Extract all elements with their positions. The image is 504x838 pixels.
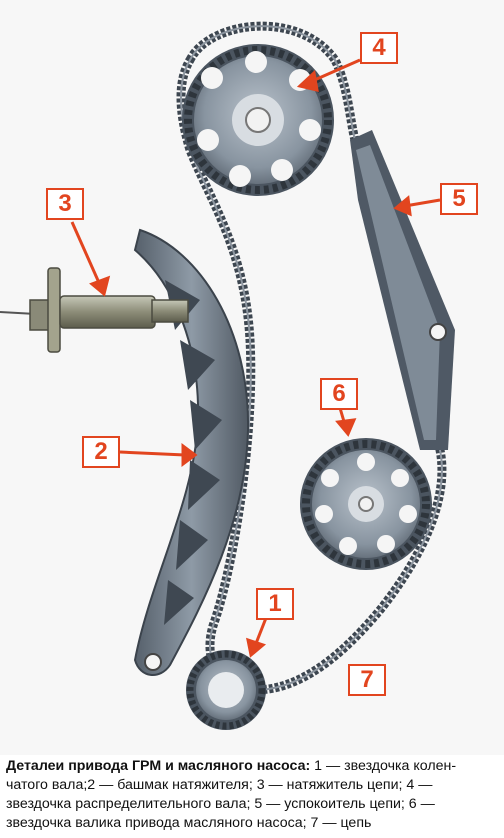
oil-pump-sprocket — [300, 438, 432, 570]
tensioner-shoe — [133, 228, 250, 676]
callout-label-2: 2 — [82, 436, 120, 468]
callout-arrows — [70, 58, 441, 658]
caption-text: 1 — звездочка колен- чатого вала;2 — баш… — [6, 758, 457, 831]
chain-damper — [350, 130, 455, 450]
callout-label-6: 6 — [320, 378, 358, 410]
callout-label-3: 3 — [46, 188, 84, 220]
callout-label-7: 7 — [348, 664, 386, 696]
figure-caption: Деталеи привода ГРМ и масляного насоса: … — [6, 757, 498, 833]
callout-label-4: 4 — [360, 32, 398, 64]
timing-drive-illustration — [0, 21, 455, 730]
callout-label-1: 1 — [256, 588, 294, 620]
callout-label-5: 5 — [440, 183, 478, 215]
caption-title: Деталеи привода ГРМ и масляного насоса: — [6, 758, 311, 774]
chain-tensioner — [0, 267, 189, 353]
camshaft-sprocket — [182, 44, 334, 196]
crankshaft-sprocket — [186, 650, 266, 730]
